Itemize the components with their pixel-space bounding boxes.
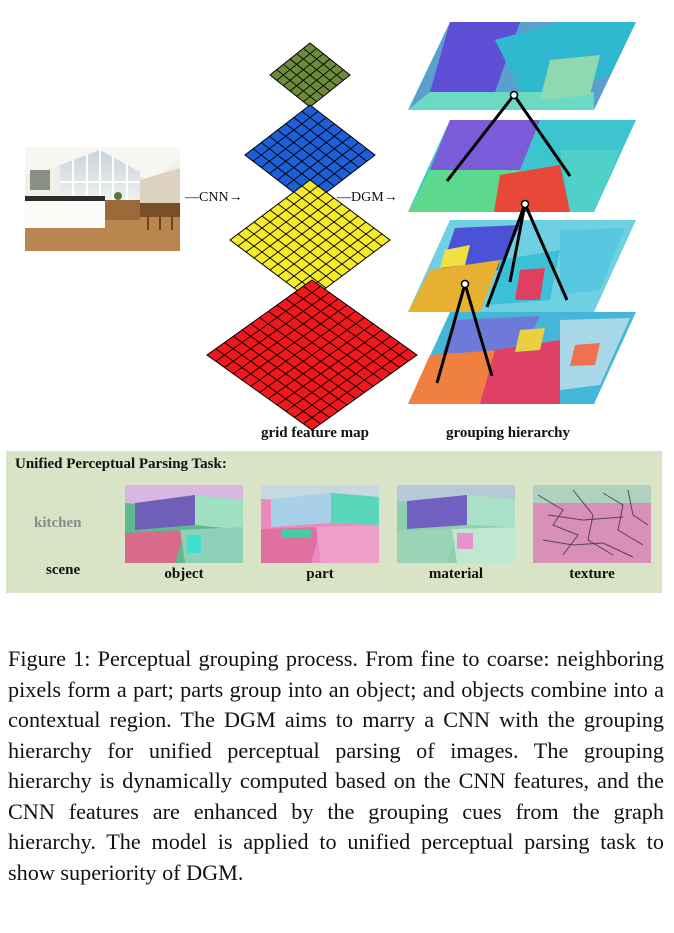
thumbnail-label-material: material (428, 566, 484, 582)
kitchen-label: kitchen (34, 515, 82, 531)
scene-label: scene (46, 562, 81, 578)
grid-line (301, 185, 383, 247)
grid-line (293, 117, 360, 168)
part-thumbnail (261, 485, 379, 563)
object-thumbnail (125, 485, 243, 563)
grid-line (285, 123, 351, 175)
tree-node (509, 90, 519, 100)
hierarchy-tree (435, 94, 572, 384)
grid-line (293, 191, 375, 253)
kitchen-photo (25, 147, 180, 251)
figure-1: —CNN→ —DGM→ grid feature map grouping hi… (6, 22, 662, 593)
grid-line (303, 69, 344, 103)
texture-thumbnail (533, 485, 651, 563)
grid-line (293, 227, 375, 289)
grid-line (294, 342, 400, 418)
grid-line (302, 348, 409, 425)
tree-node (460, 279, 470, 289)
grid-line (277, 129, 343, 181)
material-thumbnail (397, 485, 515, 563)
grid-line (285, 197, 367, 259)
grid-line (302, 285, 409, 362)
tree-node (520, 199, 530, 209)
grid-line (285, 221, 367, 283)
grid-line (301, 110, 368, 162)
thumbnail-label-texture: texture (569, 566, 615, 582)
grouping-hierarchy-label: grouping hierarchy (445, 425, 571, 441)
figure-caption: Figure 1: Perceptual grouping process. F… (8, 646, 664, 885)
grid-feature-maps (206, 42, 418, 431)
thumbnail-label-part: part (306, 566, 334, 582)
dgm-arrow-label: —DGM→ (337, 190, 398, 205)
grouping-hierarchy-planes (408, 22, 636, 404)
grid-feature-map-label: grid feature map (260, 425, 370, 441)
grid-line (277, 215, 359, 277)
figure-illustration (25, 22, 636, 431)
grid-line (269, 209, 351, 271)
thumbnail-label-object: object (164, 566, 204, 582)
task-panel: Unified Perceptual Parsing Task: kitchen… (6, 451, 662, 593)
grid-line (277, 203, 359, 265)
task-title: Unified Perceptual Parsing Task: (15, 456, 227, 472)
grid-line (285, 135, 351, 187)
cnn-arrow-label: —CNN→ (185, 190, 243, 205)
